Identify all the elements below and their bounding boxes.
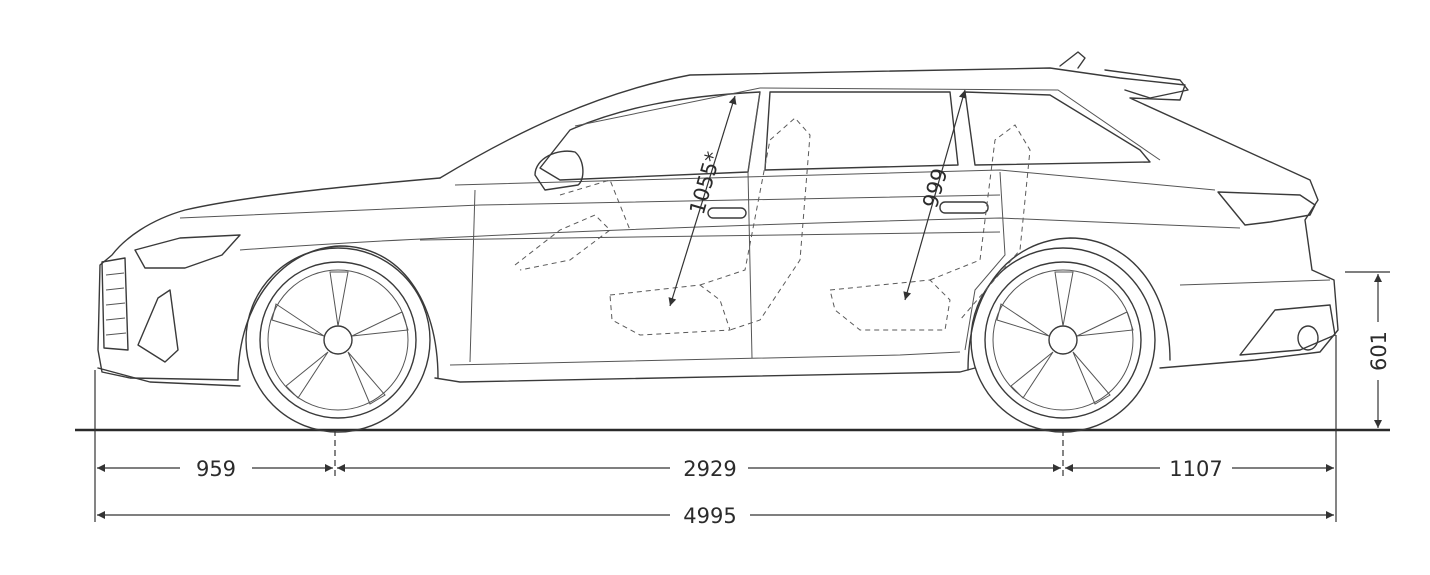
wheelbase-label: 2929	[683, 457, 736, 481]
rear-wheel	[970, 247, 1156, 433]
rear-headroom-line	[903, 89, 967, 301]
front-headroom-line	[668, 95, 737, 307]
front-overhang-label: 959	[196, 457, 236, 481]
car-body	[97, 51, 1339, 387]
extension-lines	[94, 271, 1390, 522]
rear-overhang-label: 1107	[1169, 457, 1222, 481]
overall-length-label: 4995	[683, 504, 736, 528]
tow-height-label: 601	[1367, 331, 1391, 371]
front-headroom-label: 1055*	[685, 149, 726, 217]
front-wheel	[245, 247, 431, 433]
rear-seat	[829, 124, 1031, 331]
